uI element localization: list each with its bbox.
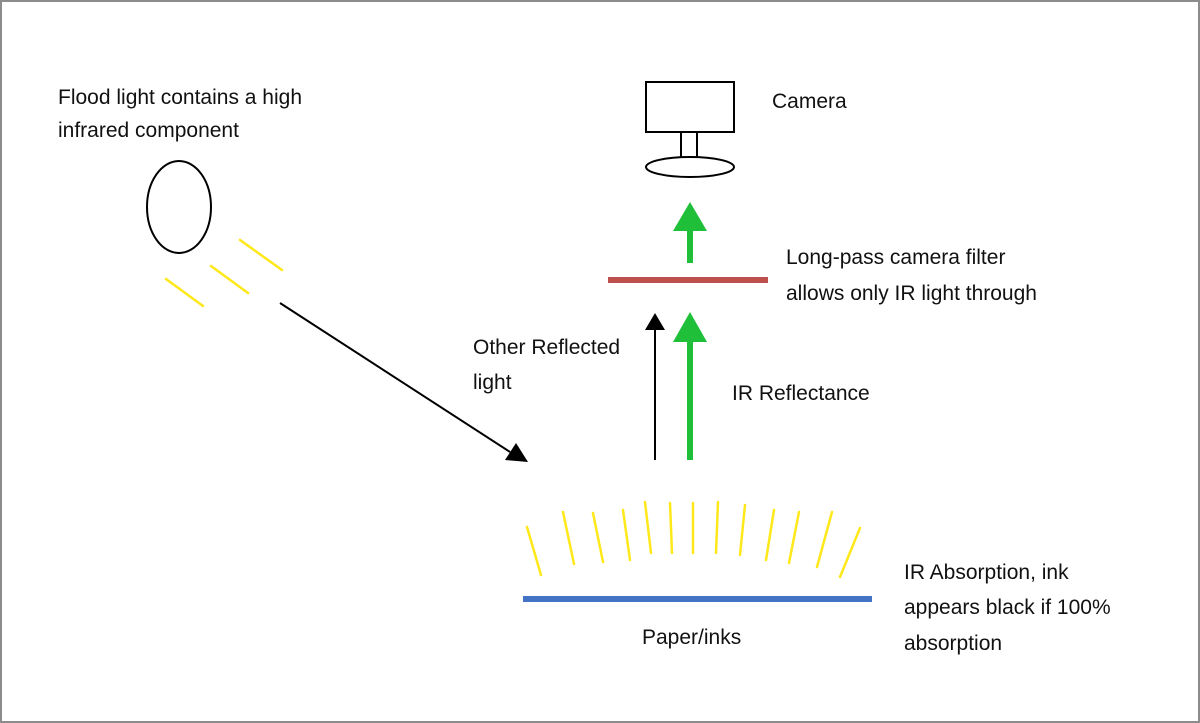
absorption-ray [764,508,776,562]
flood-ray [164,277,205,308]
ir-absorption-label-line3: absorption [904,632,1003,655]
flood-light-label-line1: Flood light contains a high [58,86,302,109]
absorption-ray [525,525,543,577]
flood-ray [209,264,250,295]
filter-label-line1: Long-pass camera filter [786,246,1006,269]
flood-light-label-line2: infrared component [58,119,239,142]
absorption-ray [561,510,576,566]
absorption-ray [643,500,653,555]
incident-light-arrow [279,302,528,462]
absorption-ray [738,503,747,557]
other-reflected-label-line2: light [473,371,512,394]
camera-label: Camera [772,90,847,113]
ir-to-camera-arrow [673,202,707,263]
camera-icon [645,81,735,178]
ir-absorption-rays [525,500,862,579]
paper-label: Paper/inks [642,626,742,649]
flood-ray [238,238,284,272]
absorption-ray [838,526,862,579]
ir-absorption-label-line2: appears black if 100% [904,596,1111,619]
ir-reflectance-arrow [673,312,707,460]
absorption-ray [815,510,834,569]
other-reflected-arrow [645,313,665,460]
flood-light-rays [164,238,284,308]
absorption-ray [591,511,605,564]
flood-light-icon [146,160,212,254]
ir-absorption-label-line1: IR Absorption, ink [904,561,1069,584]
absorption-ray [621,508,632,562]
other-reflected-label-line1: Other Reflected [473,336,621,359]
absorption-ray [668,501,674,555]
absorption-ray [787,510,801,565]
ir-reflectance-label: IR Reflectance [732,382,870,405]
absorption-ray [714,500,720,555]
filter-label-line2: allows only IR light through [786,282,1037,305]
